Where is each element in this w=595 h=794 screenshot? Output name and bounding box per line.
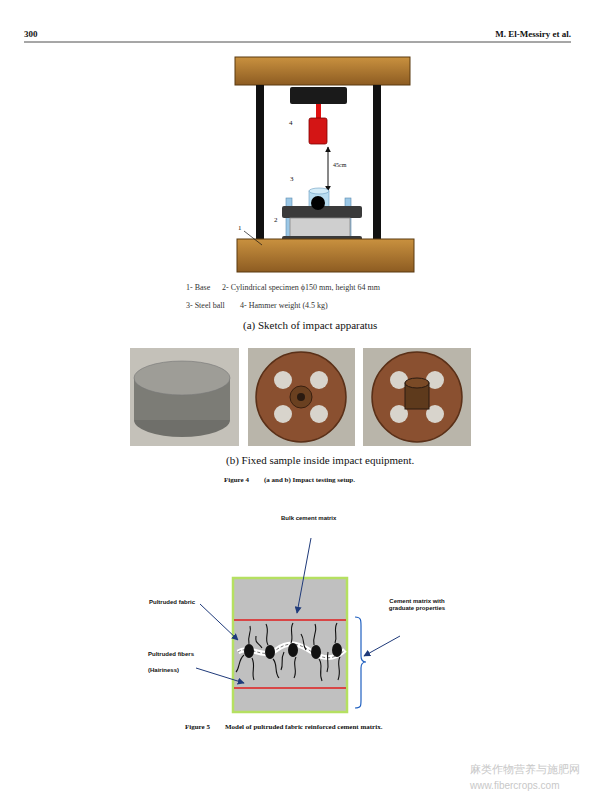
photo-frame bbox=[363, 348, 471, 446]
watermark: www.fibercrops.com bbox=[470, 780, 559, 792]
figure-caption: (a and b) Impact testing setup. bbox=[264, 476, 355, 484]
legend-item: 4- Hammer weight (4.5 kg) bbox=[240, 301, 328, 310]
pointer-arrow bbox=[196, 668, 244, 683]
hammer-holder bbox=[290, 87, 347, 104]
hair-fiber bbox=[294, 657, 296, 678]
subcaption: (a) Sketch of impact apparatus bbox=[243, 319, 377, 332]
hair-fiber bbox=[291, 623, 293, 643]
dimension-label: 45cm bbox=[333, 162, 346, 169]
fiber-bundle bbox=[311, 645, 321, 659]
figure-caption: Model of pultruded fabric reinforced cem… bbox=[225, 723, 382, 731]
cement-matrix-block bbox=[233, 578, 347, 712]
header-rule bbox=[24, 42, 571, 43]
hair-fiber bbox=[236, 655, 244, 672]
fixture-hole bbox=[274, 371, 292, 389]
hair-fiber bbox=[314, 624, 316, 645]
frame-column bbox=[256, 85, 264, 240]
fixture-hub bbox=[290, 386, 312, 408]
annotation-label: Pultruded fabric bbox=[149, 599, 195, 606]
fiber-hairiness bbox=[236, 623, 340, 681]
fixture-bore bbox=[297, 393, 305, 401]
photo-frame bbox=[248, 348, 355, 446]
drop-height-arrow bbox=[328, 147, 329, 191]
fiber-bundle bbox=[265, 645, 275, 659]
figure-label: Figure 4 bbox=[224, 476, 249, 484]
base-block bbox=[237, 239, 414, 272]
photo-frame bbox=[130, 348, 239, 446]
fixture-disk bbox=[372, 352, 462, 442]
cylindrical-specimen bbox=[290, 218, 350, 237]
specimen-top bbox=[134, 361, 230, 395]
pointer-arrow bbox=[297, 538, 311, 613]
frame-column bbox=[373, 85, 381, 240]
ball-guide-top bbox=[309, 188, 329, 194]
hair-fiber bbox=[327, 652, 328, 672]
hammer-weight bbox=[309, 118, 327, 144]
impact-guide-top bbox=[405, 378, 429, 388]
pointer-arrow bbox=[364, 636, 400, 656]
fixture-hole bbox=[310, 405, 328, 423]
watermark: 麻类作物营养与施肥网 bbox=[470, 763, 580, 776]
hair-fiber bbox=[252, 658, 254, 680]
cement-model bbox=[196, 538, 400, 712]
leader-line bbox=[244, 231, 262, 245]
author-header: M. El-Messiry et al. bbox=[400, 29, 571, 39]
callout-number: 1 bbox=[238, 224, 242, 232]
fixture-hole bbox=[310, 371, 328, 389]
callout-number: 2 bbox=[274, 216, 278, 224]
photo-specimen bbox=[130, 348, 239, 446]
hair-fiber bbox=[335, 623, 337, 643]
hair-fiber bbox=[338, 657, 340, 680]
top-beam bbox=[235, 57, 410, 85]
fiber-bundle bbox=[244, 644, 254, 658]
photo-fixture-loaded bbox=[363, 348, 471, 446]
legend-item: 2- Cylindrical specimen ϕ150 mm, height … bbox=[222, 283, 380, 292]
hair-fiber bbox=[249, 626, 251, 644]
callout-number: 4 bbox=[289, 119, 293, 127]
legend-item: 1- Base bbox=[186, 283, 210, 292]
photo-fixture bbox=[248, 348, 355, 446]
fiber-bundle bbox=[332, 643, 342, 657]
callout-number: 3 bbox=[290, 175, 294, 183]
pointer-arrow bbox=[200, 604, 238, 640]
hair-fiber bbox=[256, 636, 262, 648]
figure-label: Figure 5 bbox=[185, 723, 210, 731]
page-number: 300 bbox=[24, 29, 38, 39]
impact-apparatus bbox=[235, 57, 414, 272]
hair-fiber bbox=[301, 634, 306, 650]
hair-fiber bbox=[281, 652, 284, 670]
zone-boundary bbox=[234, 619, 346, 621]
hair-fiber bbox=[273, 659, 279, 678]
legend-item: 3- Steel ball bbox=[186, 301, 225, 310]
subcaption: (b) Fixed sample inside impact equipment… bbox=[226, 454, 414, 467]
fixture-hole bbox=[274, 405, 292, 423]
fixture-disk bbox=[256, 352, 346, 442]
steel-ball bbox=[311, 196, 325, 210]
zone-boundary bbox=[234, 687, 346, 689]
annotation-label: Bulk cement matrix bbox=[281, 515, 336, 522]
hair-fiber bbox=[266, 624, 268, 645]
hair-fiber bbox=[319, 659, 322, 681]
fiber-bundle bbox=[288, 643, 298, 657]
annotation-label: Pultruded fibers (Hairiness) bbox=[148, 647, 202, 678]
hammer-rod bbox=[316, 104, 321, 118]
zone-brace bbox=[355, 617, 366, 708]
annotation-label: Cement matrix with graduate properties bbox=[384, 598, 450, 612]
